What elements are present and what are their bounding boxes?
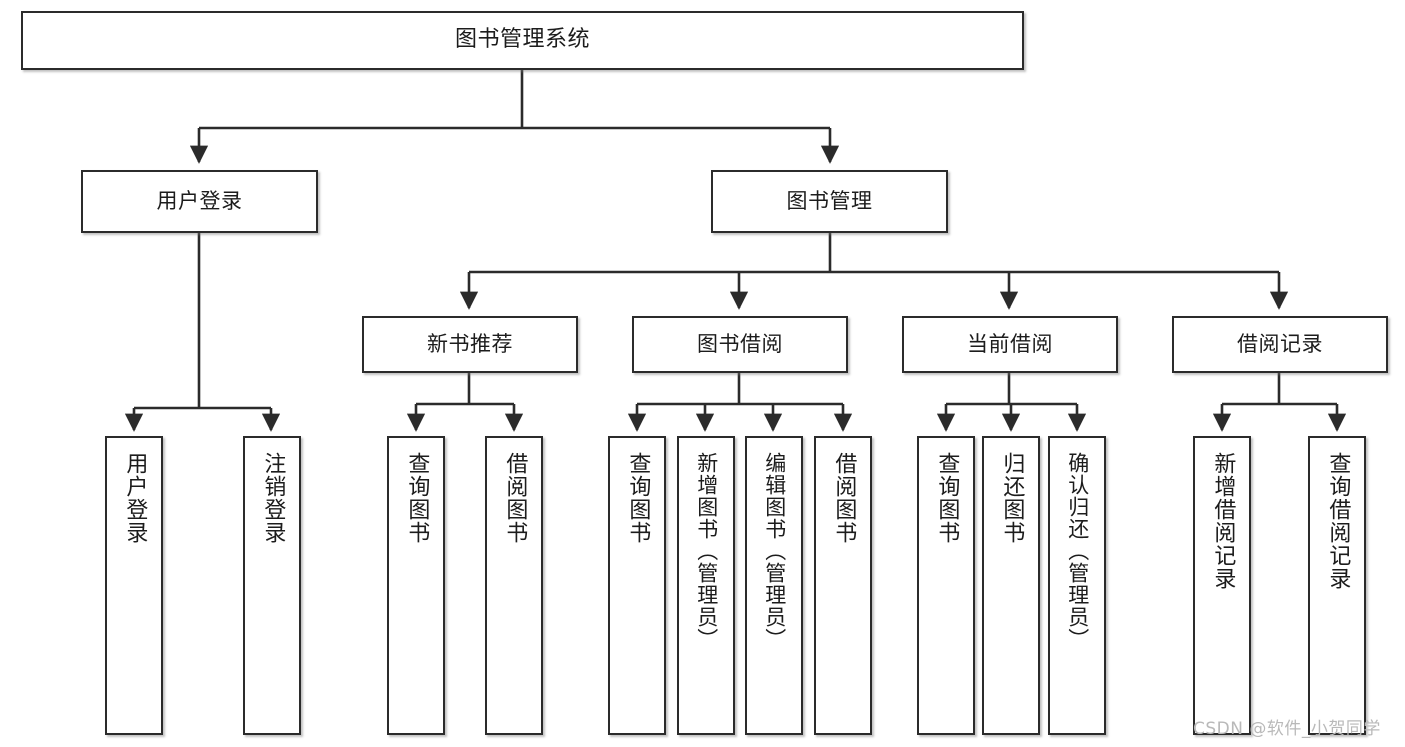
node-label: 新增借阅记录 (1210, 452, 1236, 590)
node-label: 确认归还（管理员） (1065, 452, 1090, 650)
node-label: 用户登录 (156, 188, 243, 213)
node-leaf-query-book-3[interactable]: 查询图书 (917, 436, 975, 735)
node-label: 查询图书 (404, 452, 430, 544)
node-leaf-add-book[interactable]: 新增图书（管理员） (677, 436, 735, 735)
node-label: 图书管理系统 (454, 27, 590, 53)
node-leaf-confirm-return[interactable]: 确认归还（管理员） (1048, 436, 1106, 735)
node-leaf-query-book-1[interactable]: 查询图书 (387, 436, 445, 735)
node-label: 编辑图书（管理员） (762, 452, 787, 650)
node-leaf-user-logout[interactable]: 注销登录 (243, 436, 301, 735)
node-label: 新增图书（管理员） (694, 452, 719, 650)
node-label: 借阅图书 (831, 452, 857, 544)
node-label: 查询借阅记录 (1325, 452, 1351, 590)
node-leaf-edit-book[interactable]: 编辑图书（管理员） (745, 436, 803, 735)
node-leaf-borrow-book-1[interactable]: 借阅图书 (485, 436, 543, 735)
csdn-watermark: CSDN @软件_小贺同学 (1193, 719, 1381, 739)
node-label: 图书管理 (786, 188, 873, 213)
node-label: 归还图书 (999, 452, 1025, 544)
node-leaf-return-book[interactable]: 归还图书 (982, 436, 1040, 735)
node-book-borrow[interactable]: 图书借阅 (632, 316, 848, 373)
node-leaf-borrow-book-2[interactable]: 借阅图书 (814, 436, 872, 735)
node-book-manage[interactable]: 图书管理 (711, 170, 948, 233)
node-label: 借阅记录 (1237, 331, 1323, 356)
node-leaf-user-login[interactable]: 用户登录 (105, 436, 163, 735)
node-current-borrow[interactable]: 当前借阅 (902, 316, 1118, 373)
node-leaf-query-record[interactable]: 查询借阅记录 (1308, 436, 1366, 735)
node-leaf-add-record[interactable]: 新增借阅记录 (1193, 436, 1251, 735)
node-borrow-record[interactable]: 借阅记录 (1172, 316, 1388, 373)
node-user-login[interactable]: 用户登录 (81, 170, 318, 233)
node-label: 查询图书 (625, 452, 651, 544)
node-root-system[interactable]: 图书管理系统 (21, 11, 1024, 70)
node-label: 借阅图书 (502, 452, 528, 544)
node-new-book-recommend[interactable]: 新书推荐 (362, 316, 578, 373)
node-label: 当前借阅 (967, 331, 1053, 356)
node-leaf-query-book-2[interactable]: 查询图书 (608, 436, 666, 735)
node-label: 用户登录 (122, 452, 148, 544)
node-label: 注销登录 (260, 452, 286, 544)
node-label: 查询图书 (934, 452, 960, 544)
node-label: 新书推荐 (427, 331, 513, 356)
node-label: 图书借阅 (697, 331, 783, 356)
